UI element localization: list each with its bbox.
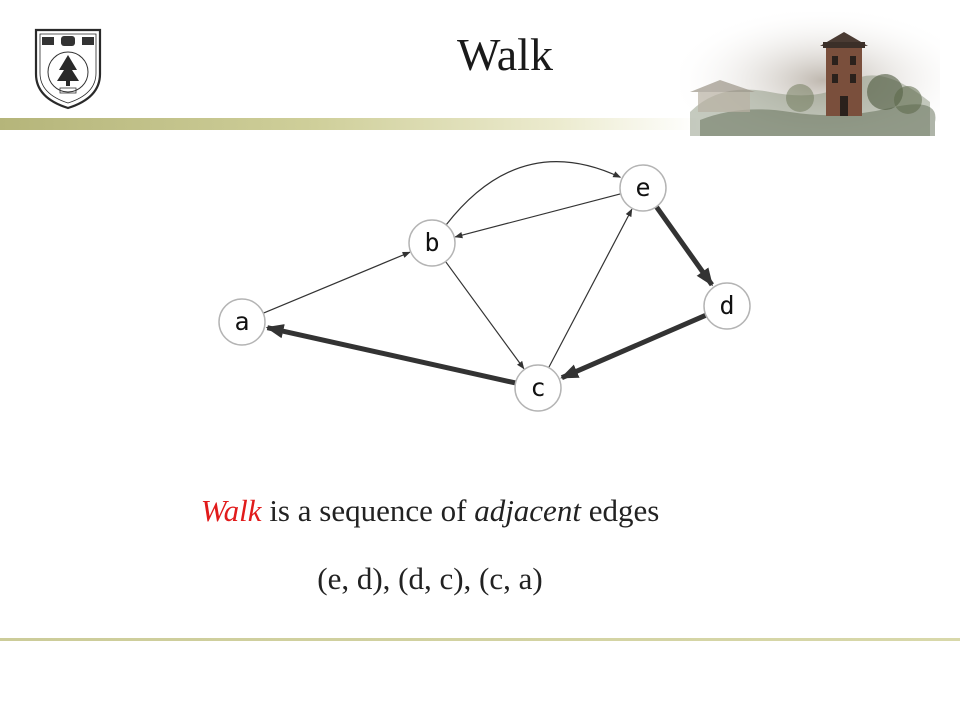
node-circle-b xyxy=(408,219,456,267)
edge-c-a-walk xyxy=(265,324,517,386)
node-label-e: e xyxy=(635,173,650,202)
edge-e-b xyxy=(454,193,621,239)
university-tower-icon xyxy=(680,12,940,136)
walk-term: Walk xyxy=(200,493,262,528)
definition-text-2: edges xyxy=(580,493,660,528)
node-circle-d xyxy=(703,282,751,330)
node-c: c xyxy=(514,364,562,412)
edge-b-c xyxy=(445,261,525,370)
definition-text-1: is a sequence of xyxy=(261,493,475,528)
node-e: e xyxy=(619,164,667,212)
node-b: b xyxy=(408,219,456,267)
footer-line xyxy=(0,638,960,641)
node-label-a: a xyxy=(234,307,249,336)
node-label-d: d xyxy=(719,291,734,320)
edge-e-d-walk xyxy=(654,205,714,287)
edge-b-e xyxy=(445,160,622,226)
nanjing-university-seal-icon xyxy=(34,28,102,110)
header-bar xyxy=(0,118,700,130)
node-label-b: b xyxy=(424,228,439,257)
adjacent-emphasis: adjacent xyxy=(474,493,581,528)
walk-definition: Walk is a sequence of adjacent edges xyxy=(0,492,860,529)
edge-d-c-walk xyxy=(560,312,707,380)
node-d: d xyxy=(703,282,751,330)
edge-a-b xyxy=(263,251,411,314)
node-circle-a xyxy=(218,298,266,346)
walk-edge-sequence: (e, d), (d, c), (c, a) xyxy=(317,561,543,596)
edge-c-e xyxy=(548,208,633,368)
slide-title: Walk xyxy=(457,29,553,80)
node-a: a xyxy=(218,298,266,346)
node-label-c: c xyxy=(530,373,545,402)
node-circle-c xyxy=(514,364,562,412)
node-circle-e xyxy=(619,164,667,212)
